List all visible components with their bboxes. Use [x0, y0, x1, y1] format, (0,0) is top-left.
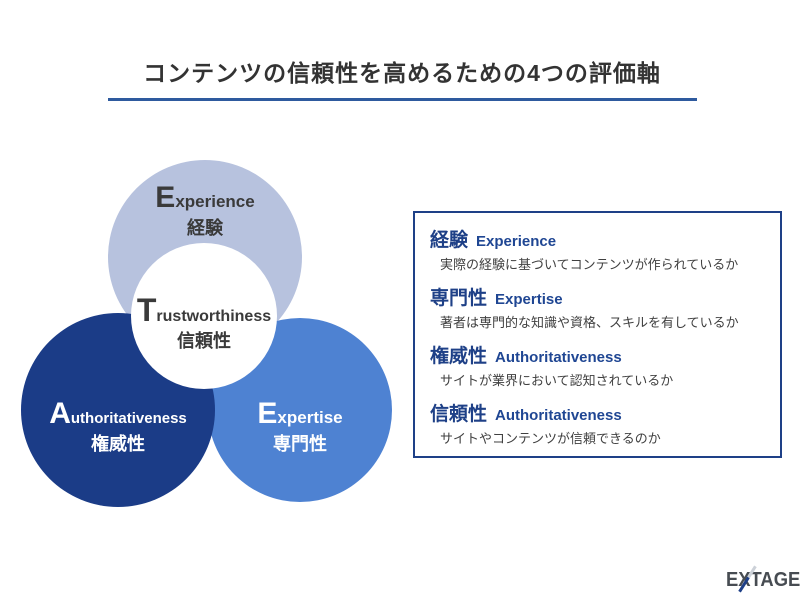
expertise-label: Expertise 専門性 — [208, 397, 392, 454]
legend-panel: 経験 Experience 実際の経験に基づいてコンテンツが作られているか 専門性… — [413, 211, 782, 458]
extage-logo: EXTAGE — [726, 565, 802, 594]
legend-item-head: 経験 Experience — [430, 228, 770, 254]
legend-item-trustworthiness: 信頼性 Authoritativeness サイトやコンテンツが信頼できるのか — [430, 402, 770, 448]
extage-logo-text: EXTAGE — [726, 569, 801, 591]
trustworthiness-label: Trustworthiness 信頼性 — [118, 292, 290, 351]
expertise-label-en: Expertise — [257, 397, 343, 430]
legend-item-desc: 著者は専門的な知識や資格、スキルを有しているか — [440, 315, 739, 330]
trustworthiness-label-en: Trustworthiness — [136, 292, 272, 328]
legend-item-desc: サイトやコンテンツが信頼できるのか — [440, 431, 661, 446]
authoritativeness-label-jp: 権威性 — [91, 433, 145, 454]
legend-item-head: 専門性 Expertise — [430, 286, 770, 312]
experience-label: Experience 経験 — [108, 181, 302, 238]
legend-item-desc: 実際の経験に基づいてコンテンツが作られているか — [440, 257, 739, 272]
legend-item-head: 権威性 Authoritativeness — [430, 344, 770, 370]
experience-label-en: Experience — [155, 181, 255, 214]
trustworthiness-circle — [131, 243, 277, 389]
legend-item-en: Authoritativeness — [495, 349, 622, 366]
legend-item-authoritativeness: 権威性 Authoritativeness サイトが業界において認知されているか — [430, 344, 770, 390]
authoritativeness-label: Authoritativeness 権威性 — [21, 397, 215, 454]
legend-item-en: Experience — [476, 233, 557, 250]
title-underline — [108, 98, 697, 101]
legend-item-expertise: 専門性 Expertise 著者は専門的な知識や資格、スキルを有しているか — [430, 286, 770, 332]
page-title: コンテンツの信頼性を高めるための4つの評価軸 — [143, 60, 661, 86]
legend-item-experience: 経験 Experience 実際の経験に基づいてコンテンツが作られているか — [430, 228, 770, 274]
legend-item-jp: 経験 — [430, 230, 469, 251]
legend-item-jp: 専門性 — [430, 288, 488, 309]
legend-item-jp: 信頼性 — [430, 404, 488, 425]
trustworthiness-label-jp: 信頼性 — [177, 330, 231, 351]
legend-item-jp: 権威性 — [430, 346, 488, 367]
legend-item-en: Expertise — [495, 291, 563, 308]
experience-label-jp: 経験 — [187, 217, 223, 238]
authoritativeness-label-en: Authoritativeness — [49, 397, 187, 430]
legend-item-en: Authoritativeness — [495, 407, 622, 424]
legend-item-desc: サイトが業界において認知されているか — [440, 373, 674, 388]
expertise-label-jp: 専門性 — [273, 433, 327, 454]
legend-item-head: 信頼性 Authoritativeness — [430, 402, 770, 428]
